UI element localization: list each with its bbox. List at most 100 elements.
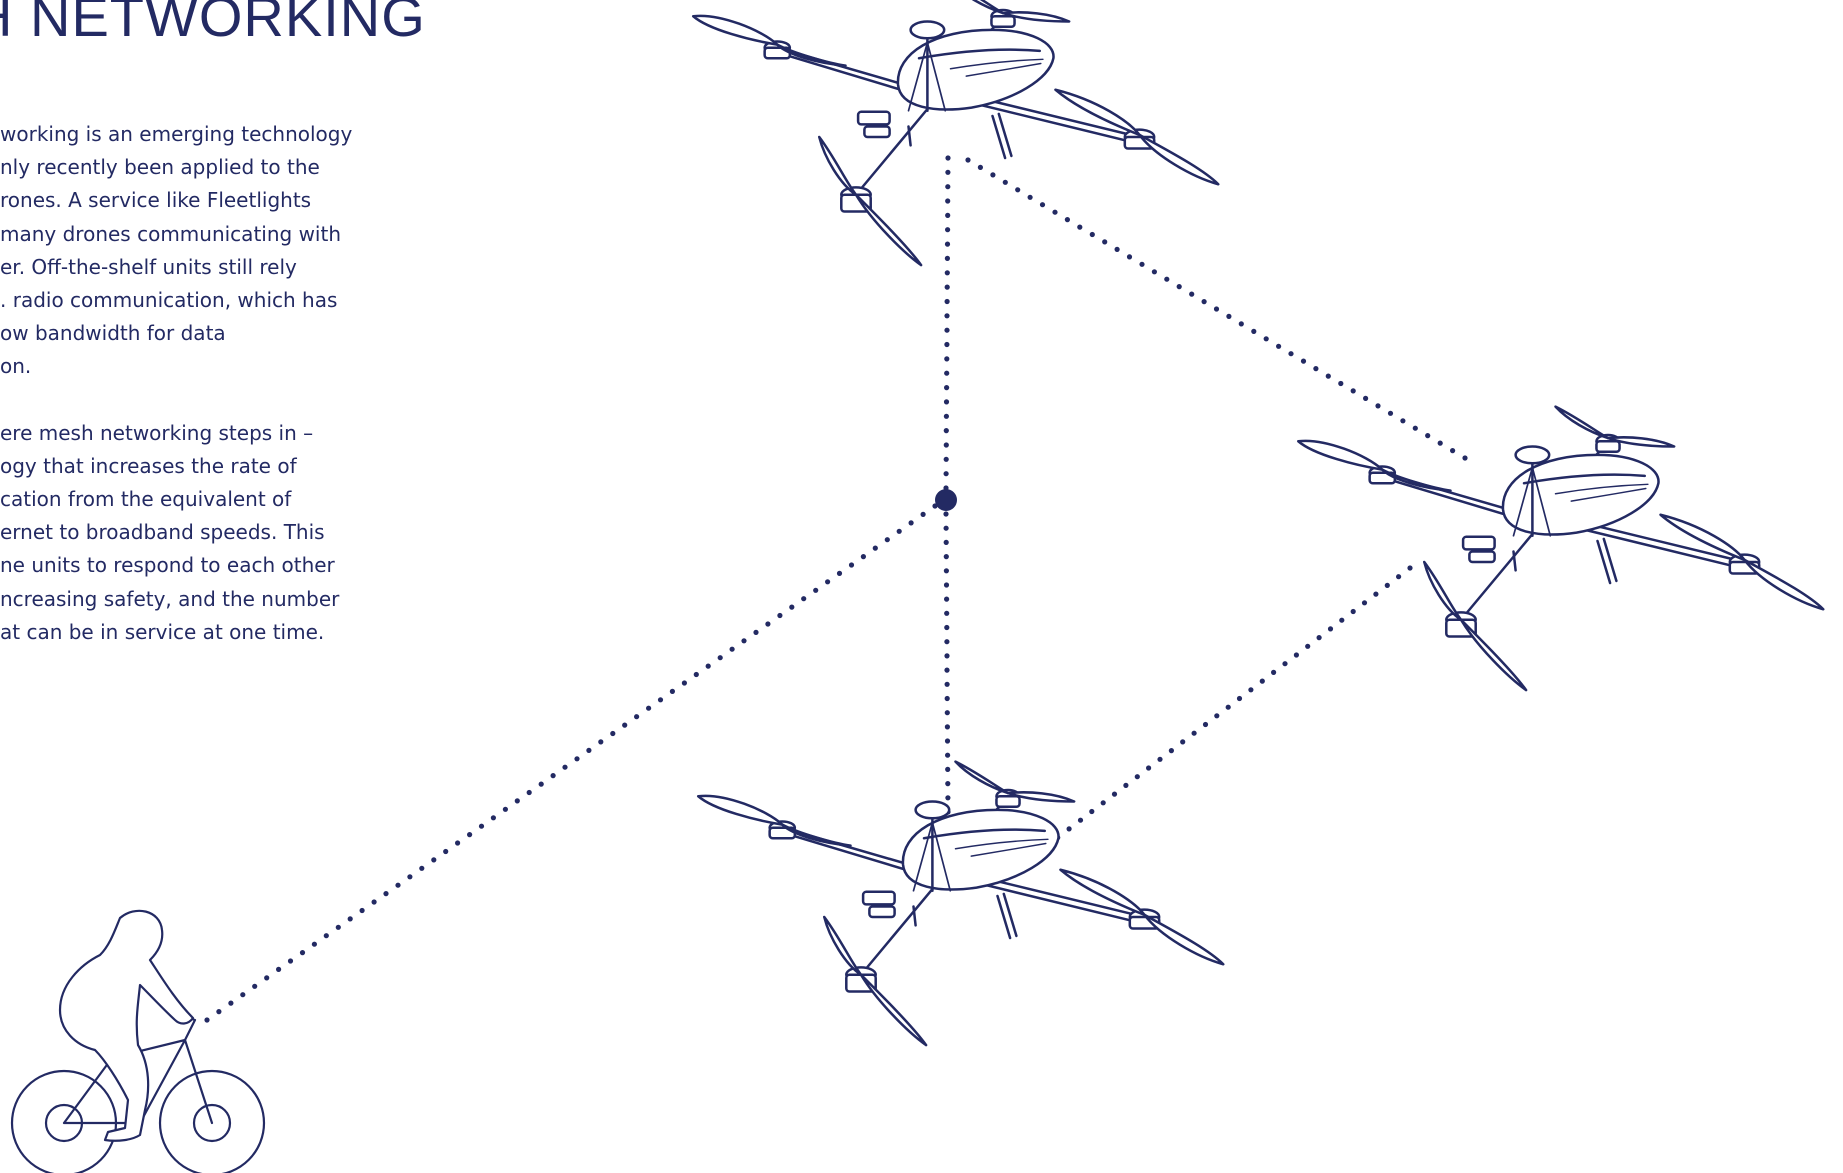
link-dot <box>586 747 592 754</box>
link-dot <box>1412 425 1418 431</box>
link-dot <box>216 1009 222 1015</box>
link-dot <box>801 596 807 602</box>
network-links <box>204 155 1468 1023</box>
link-dot <box>1201 299 1207 305</box>
link-dot <box>872 545 878 551</box>
link-dot <box>945 766 951 773</box>
link-dot <box>383 891 389 897</box>
drone-icon <box>691 0 1220 267</box>
text-line: ere mesh networking steps in – <box>0 420 314 445</box>
link-dot <box>860 554 867 560</box>
body-text: working is an emerging technology nly re… <box>0 118 352 682</box>
link-dot <box>920 511 926 517</box>
link-dot <box>550 773 556 779</box>
link-dot <box>359 907 365 914</box>
link-dot <box>335 924 341 930</box>
link-dot <box>1300 358 1307 364</box>
link-dot <box>1168 748 1174 754</box>
link-dot <box>945 781 951 787</box>
link-dot <box>1111 791 1118 797</box>
link-dot <box>943 582 950 588</box>
link-dot <box>944 610 950 616</box>
link-dot <box>943 554 949 560</box>
link-dot <box>1313 366 1319 372</box>
link-dot <box>1134 774 1140 780</box>
link-dot <box>977 164 984 170</box>
link-dot <box>1052 209 1058 215</box>
link-dot <box>753 629 759 636</box>
link-dot <box>944 370 950 376</box>
link-dot <box>944 255 951 261</box>
link-dot <box>1202 721 1209 728</box>
link-hub-drone-bottom <box>943 511 951 815</box>
link-dot <box>944 596 950 602</box>
link-dot <box>669 688 676 695</box>
link-dot <box>1350 608 1356 615</box>
link-dot <box>944 724 951 730</box>
link-dot <box>1225 704 1231 710</box>
link-dot <box>944 624 950 631</box>
link-dot <box>765 621 771 627</box>
link-dot <box>1450 448 1456 454</box>
link-dot <box>1214 713 1220 719</box>
link-dot <box>1015 187 1021 193</box>
link-dot <box>1338 380 1344 387</box>
link-dot <box>431 857 437 863</box>
link-dot <box>347 916 353 922</box>
link-dot <box>240 992 246 998</box>
link-dot <box>1293 652 1299 658</box>
link-dot <box>1288 351 1294 357</box>
link-dot <box>574 756 580 762</box>
link-dot <box>1100 800 1106 806</box>
link-dot <box>1248 687 1254 693</box>
link-dot <box>943 413 950 419</box>
link-dot <box>1425 433 1431 439</box>
link-dot <box>705 663 711 669</box>
link-dot <box>1077 224 1083 230</box>
link-dot <box>943 471 949 477</box>
link-cyclist-hub <box>204 503 938 1023</box>
link-dot <box>848 562 855 568</box>
link-dot <box>323 933 329 939</box>
link-dot <box>634 714 640 720</box>
text-line: ogy that increases the rate of <box>0 453 297 478</box>
link-dot <box>1164 276 1170 282</box>
link-dot <box>276 966 282 973</box>
link-dot <box>945 155 951 161</box>
link-dot <box>1102 239 1108 245</box>
link-dot <box>1064 217 1070 223</box>
link-dot <box>693 671 699 678</box>
link-dot <box>443 848 449 855</box>
link-dot <box>610 730 616 737</box>
link-dot <box>1387 410 1394 416</box>
link-dot <box>1226 313 1232 319</box>
link-dot <box>741 638 747 644</box>
link-dot <box>943 568 950 574</box>
link-dot <box>1407 565 1413 571</box>
link-drone-top-hub <box>943 155 951 491</box>
link-dot <box>1123 782 1129 789</box>
link-dot <box>990 172 996 178</box>
link-dot <box>252 983 258 989</box>
link-dot <box>228 1000 234 1006</box>
link-dot <box>1089 808 1095 815</box>
link-dot <box>1437 440 1443 446</box>
link-dot <box>943 456 949 462</box>
link-dot <box>777 612 783 619</box>
link-dot <box>943 525 949 531</box>
link-dot <box>407 874 413 880</box>
link-dot <box>1238 321 1244 327</box>
link-dot <box>813 587 819 593</box>
link-dot <box>264 975 270 981</box>
link-dot <box>944 313 950 319</box>
link-dot <box>287 958 294 964</box>
text-line: many drones communicating with <box>0 221 341 246</box>
link-dot <box>1151 269 1157 275</box>
link-dot <box>884 537 890 543</box>
link-dot <box>944 298 950 305</box>
link-dot <box>1157 756 1163 762</box>
link-dot <box>943 511 949 517</box>
link-dot <box>371 899 377 905</box>
link-dot <box>1384 582 1390 589</box>
